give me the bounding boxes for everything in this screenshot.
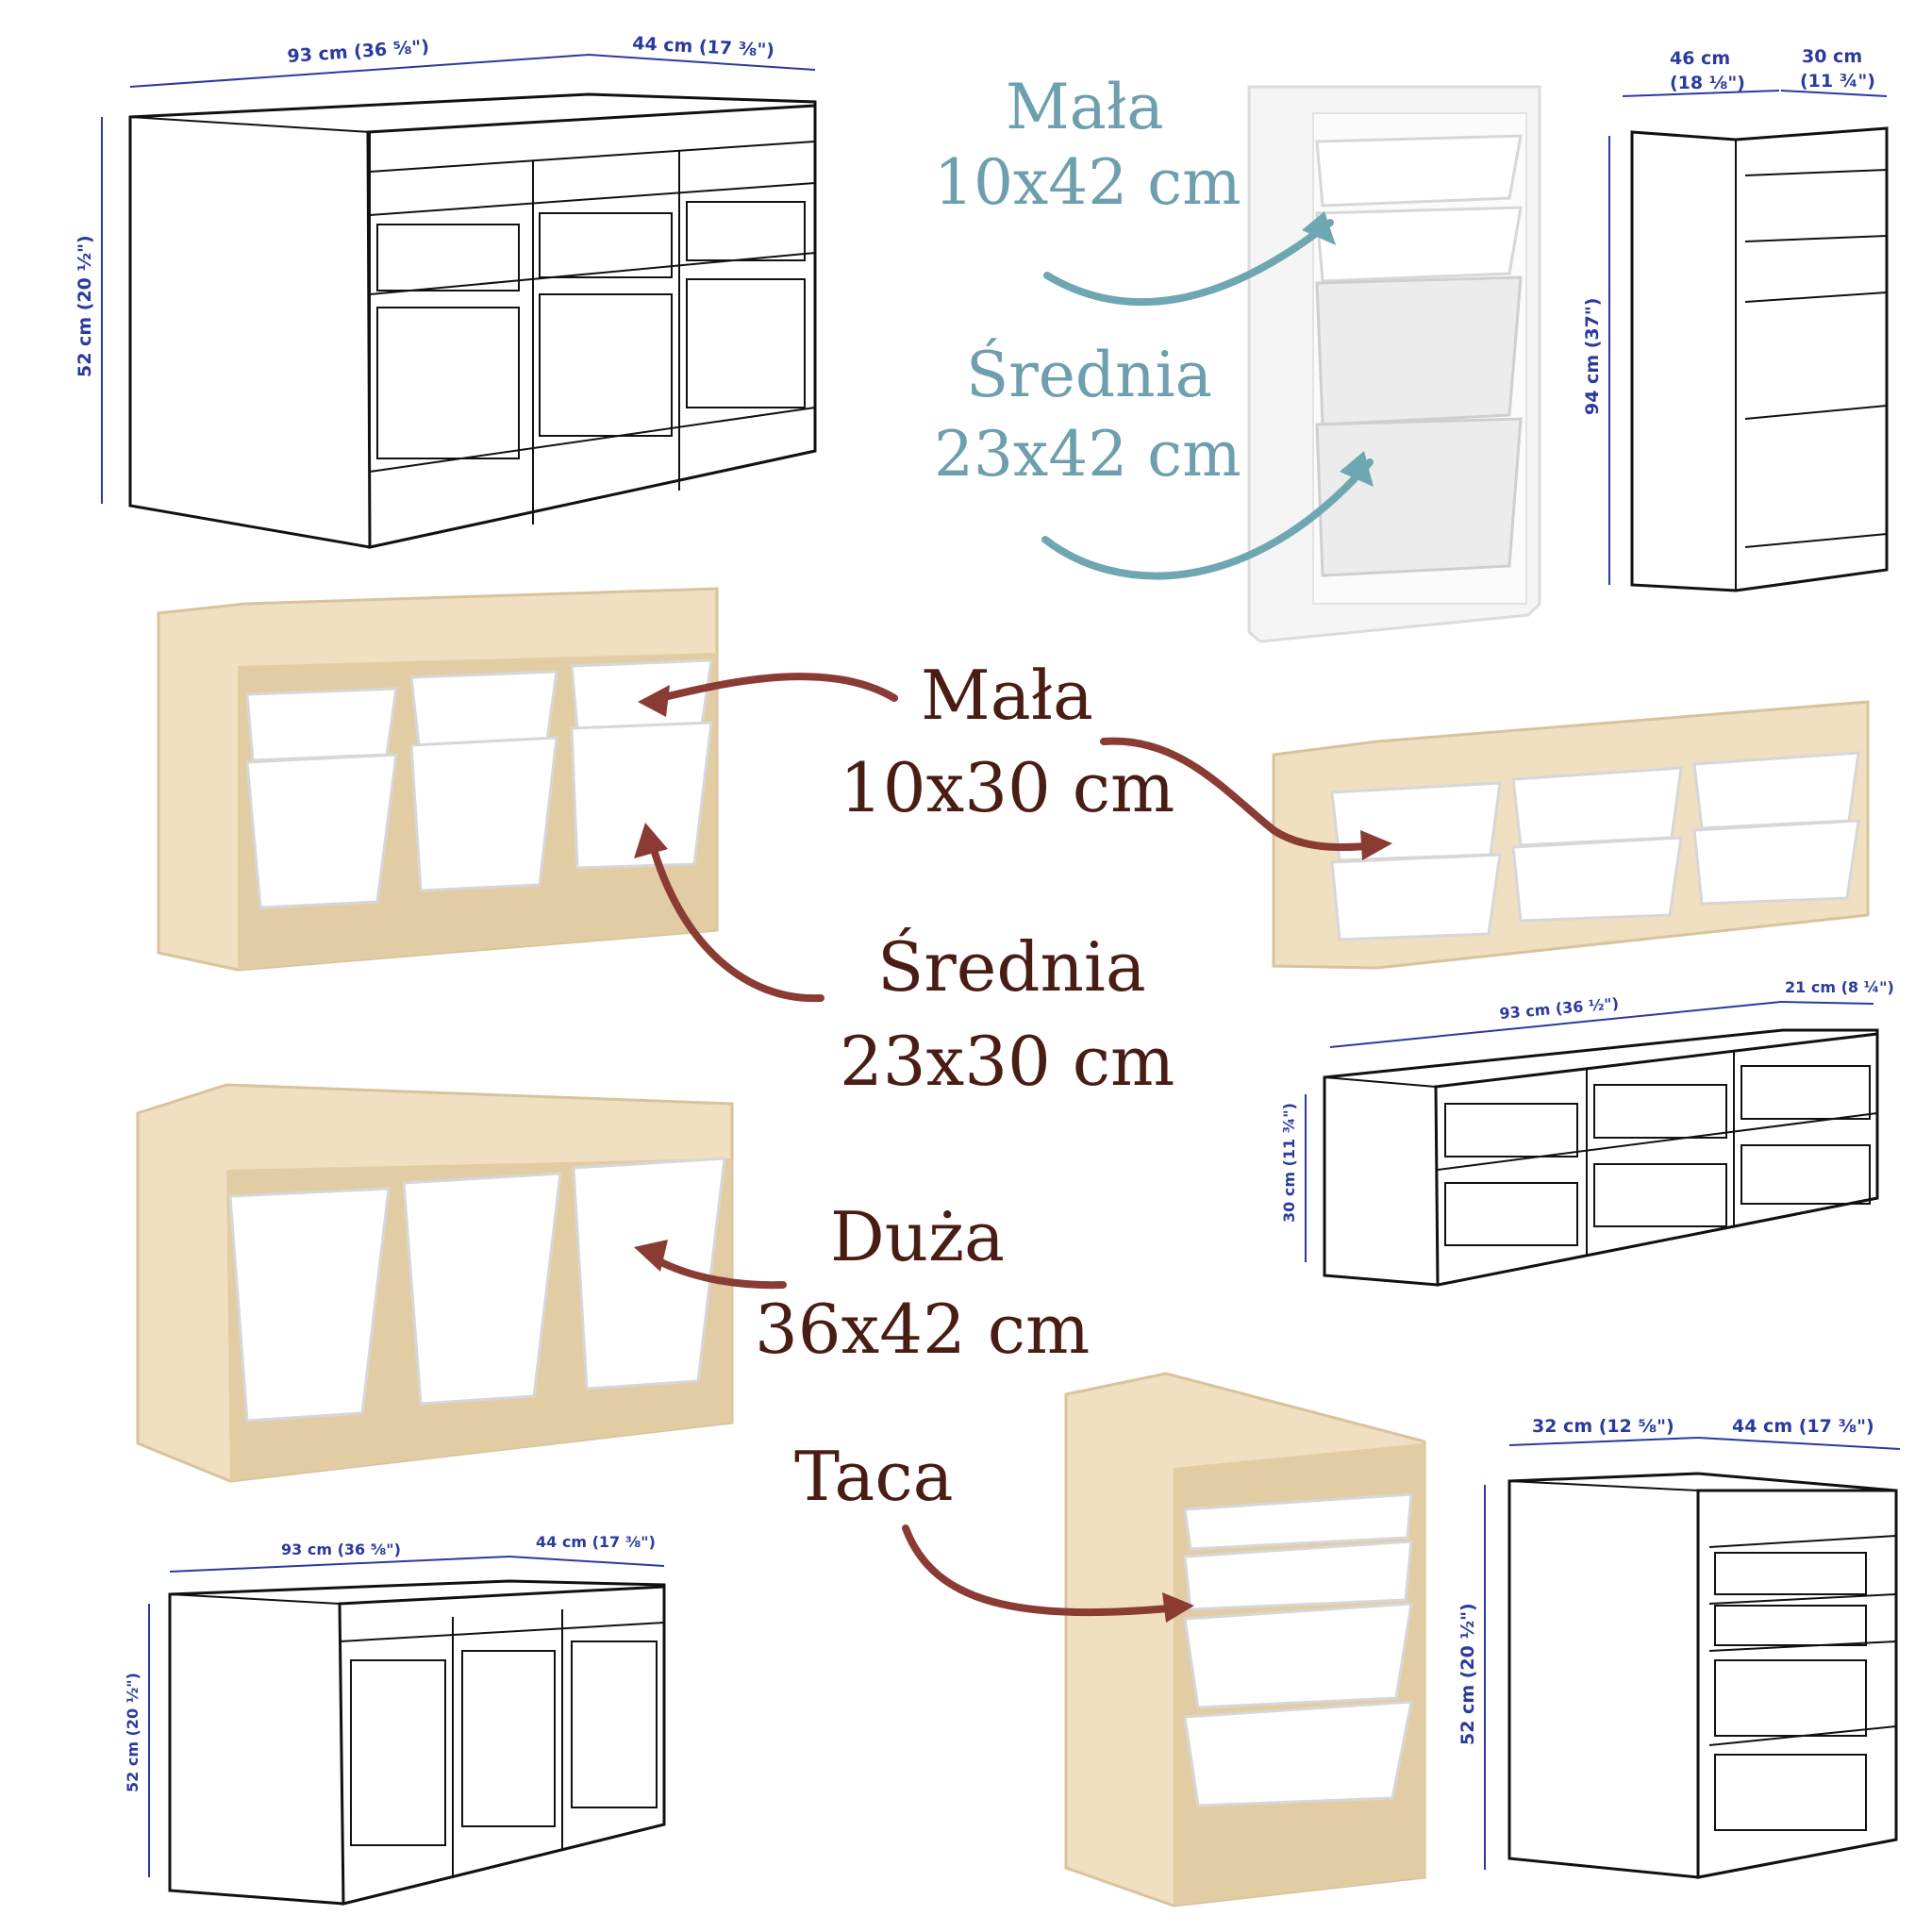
dim-bottom-left-depth: 44 cm (17 ⅜") [536,1533,656,1551]
arrow-small-42 [1043,219,1334,307]
label-medium-30-name: Średnia [877,925,1146,1007]
line-drawing-top-left: 93 cm (36 ⅝") 44 cm (17 ⅜") 52 cm (20 ½"… [75,33,817,549]
dim-top-left-width: 93 cm (36 ⅝") [287,37,430,67]
photo-wood-unit-4 [1064,1372,1426,1907]
dim-top-right-depth-in: (11 ¾") [1800,71,1875,92]
dim-top-left-depth: 44 cm (17 ⅜") [632,33,775,61]
line-drawing-bottom-left: 93 cm (36 ⅝") 44 cm (17 ⅜") 52 cm (20 ½"… [124,1533,666,1906]
dim-top-right-width-in: (18 ⅛") [1670,73,1745,93]
label-medium-42: Średnia 23x42 cm [934,338,1374,580]
arrow-small-30-left-head [638,685,670,717]
arrow-medium-42 [1041,458,1374,580]
line-drawing-bottom-right: 32 cm (12 ⅝") 44 cm (17 ⅜") 52 cm (20 ½"… [1457,1416,1901,1879]
arrow-small-30-right [1100,737,1381,852]
label-small-30-size: 10x30 cm [840,748,1174,827]
label-large: Duża 36x42 cm [634,1197,1090,1369]
arrow-medium-30 [647,836,824,1003]
arrow-medium-42-head [1340,451,1374,487]
photo-wood-unit-1 [157,587,719,972]
dim-bottom-left-width: 93 cm (36 ⅝") [281,1541,401,1558]
arrow-large-head [634,1240,668,1272]
dim-bottom-right-width: 32 cm (12 ⅝") [1532,1416,1674,1437]
photo-white-unit [1247,85,1541,643]
label-medium-42-size: 23x42 cm [934,418,1241,491]
dim-top-right-height: 94 cm (37") [1582,298,1603,415]
dim-top-left-height: 52 cm (20 ½") [75,235,95,377]
label-medium-30-size: 23x30 cm [840,1022,1174,1101]
photo-wood-unit-2 [1272,700,1870,970]
label-tray-name: Taca [794,1437,954,1516]
line-drawing-mid-right: 93 cm (36 ½") 21 cm (8 ¼") 30 cm (11 ¾") [1280,978,1894,1287]
label-small-42-size: 10x42 cm [934,146,1241,219]
label-medium-42-name: Średnia [966,338,1212,411]
arrow-small-30-left [649,673,898,704]
label-medium-30: Średnia 23x30 cm [634,823,1174,1101]
label-small-42: Mała 10x42 cm [934,71,1336,307]
dim-bottom-right-height: 52 cm (20 ½") [1457,1603,1478,1745]
label-small-30-name: Mała [921,656,1093,735]
arrow-tray-head [1162,1592,1194,1623]
line-drawing-top-right: 46 cm (18 ⅛") 30 cm (11 ¾") 94 cm (37") [1582,46,1889,592]
label-large-size: 36x42 cm [755,1290,1090,1369]
arrow-small-42-head [1302,211,1336,245]
dim-bottom-right-depth: 44 cm (17 ⅜") [1732,1416,1874,1437]
label-small-30: Mała 10x30 cm [638,656,1392,860]
photo-wood-unit-3 [136,1083,734,1483]
dim-mid-right-width: 93 cm (36 ½") [1499,994,1620,1023]
arrow-tray [902,1524,1183,1617]
dim-top-right-depth: 30 cm [1802,46,1862,67]
arrow-medium-30-head [634,823,668,858]
dim-mid-right-depth: 21 cm (8 ¼") [1785,978,1894,996]
label-small-42-name: Mała [1006,71,1164,143]
label-tray: Taca [794,1437,1194,1623]
dim-top-right-width: 46 cm [1670,48,1730,69]
arrow-small-30-right-head [1360,830,1392,860]
dim-bottom-left-height: 52 cm (20 ½") [124,1673,142,1792]
dim-mid-right-height: 30 cm (11 ¾") [1280,1103,1298,1223]
label-large-name: Duża [830,1197,1005,1276]
